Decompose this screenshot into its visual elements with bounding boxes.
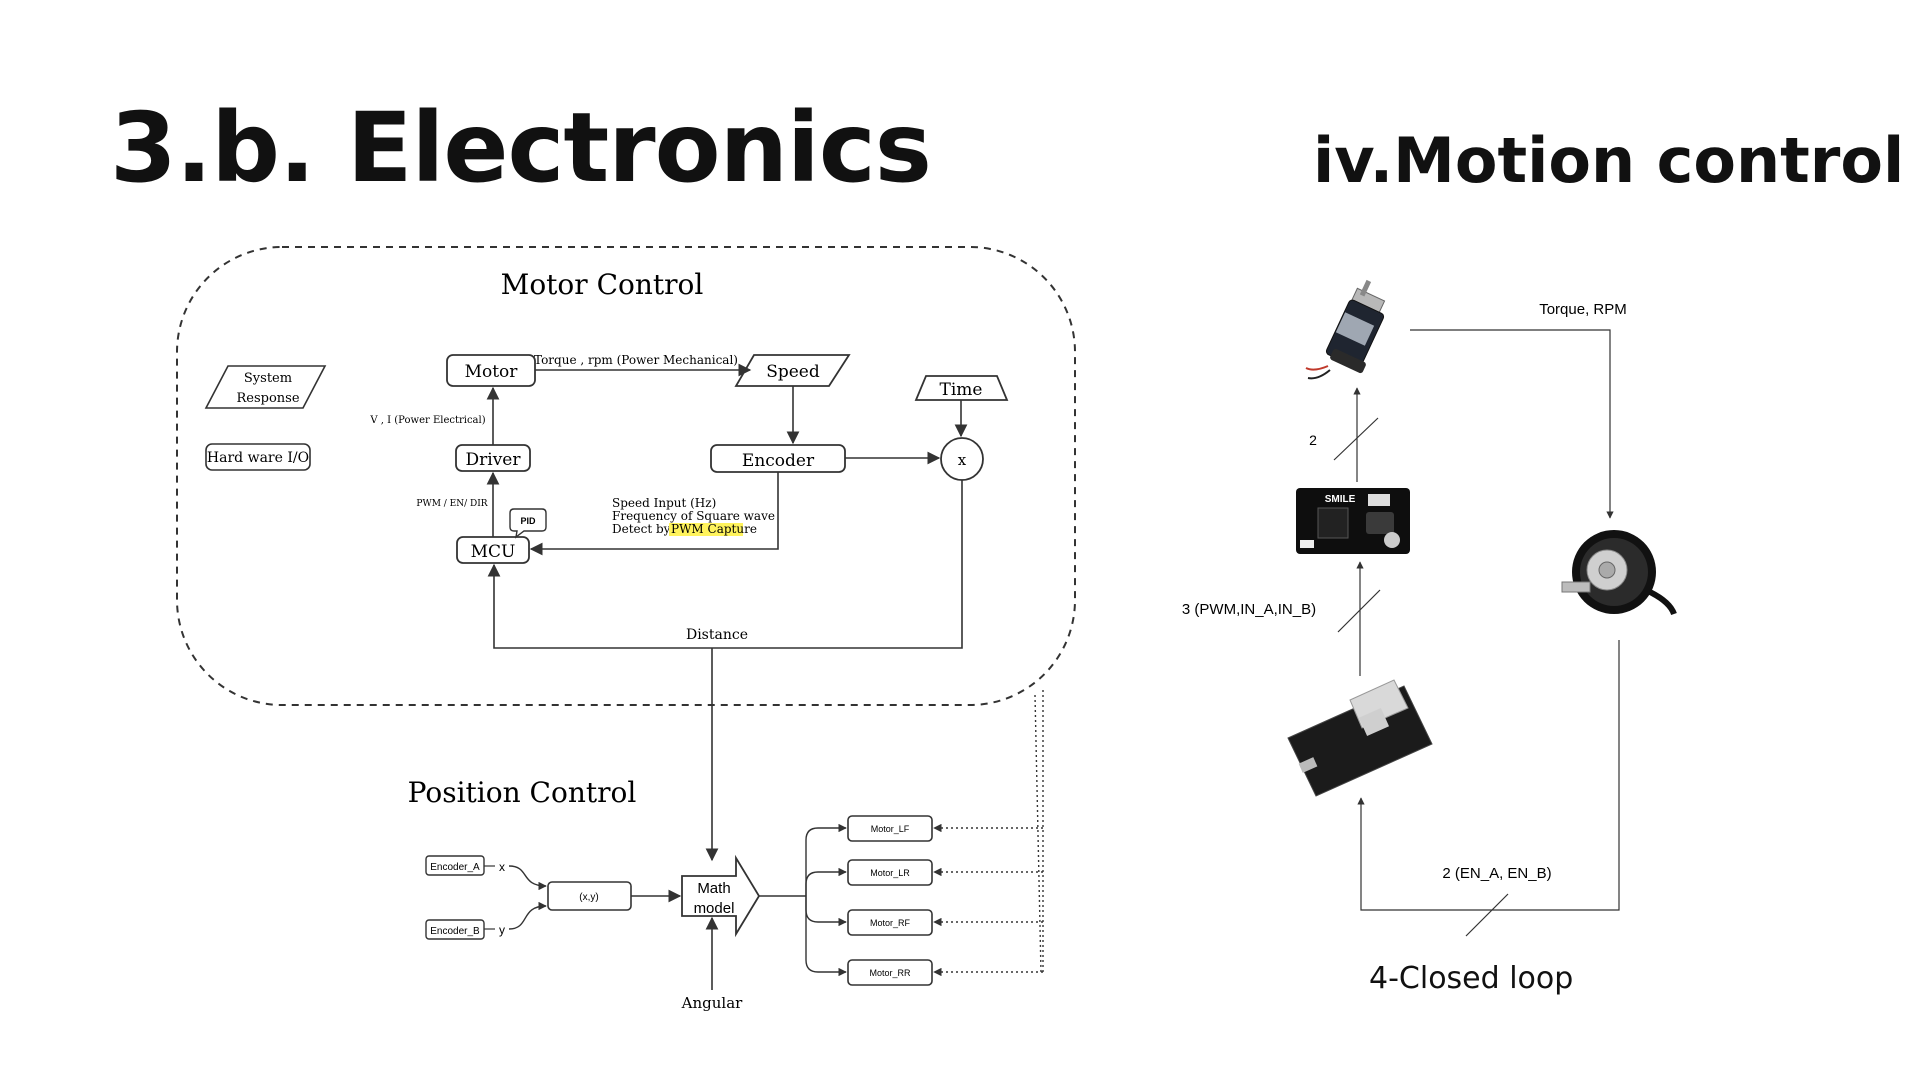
- driver-block-label: Driver: [466, 450, 522, 470]
- dc-motor-image: [1305, 279, 1386, 380]
- legend-system-response-label: System: [244, 371, 292, 386]
- legend-system-response-shape: [204, 365, 327, 409]
- time-block: [914, 375, 1009, 401]
- fanout-lf: [805, 823, 847, 896]
- xy-label: (x,y): [579, 892, 598, 903]
- fanout-lr: [805, 867, 847, 896]
- driver-brand-label: SMILE: [1325, 494, 1356, 505]
- wire-slash-3: [1337, 589, 1381, 633]
- rotary-encoder-image: [1561, 530, 1677, 616]
- pid-callout: [509, 508, 547, 539]
- torque-label: Torque , rpm (Power Mechanical): [534, 353, 738, 367]
- angular-label: Angular: [681, 994, 743, 1012]
- slide-subtitle: iv.Motion control: [1313, 124, 1905, 197]
- legend-hardware-io-shape: [205, 443, 311, 471]
- x-label: x: [499, 860, 505, 874]
- distance-loop-line: [487, 480, 963, 649]
- speed-input-line3: Detect by :: [612, 522, 678, 536]
- math-model-label-2: model: [694, 900, 735, 917]
- motor-lf-block: [847, 815, 933, 842]
- math-model-label-1: Math: [697, 880, 730, 897]
- x-to-xy-connector: [508, 865, 547, 891]
- pwm-capture-label: PWM Capture: [671, 522, 757, 536]
- motor-lr-label: Motor_LR: [870, 868, 910, 878]
- encoder-feedback-line: [529, 472, 779, 556]
- motor-control-boundary: [176, 246, 1076, 706]
- encoder-b-label: Encoder_B: [430, 926, 480, 937]
- speed-input-line2: Frequency of Square wave: [612, 509, 775, 523]
- legend-system-response-label-2: Response: [236, 391, 299, 406]
- wires-enc-label: 2 (EN_A, EN_B): [1442, 865, 1551, 882]
- motor-rr-label: Motor_RR: [869, 968, 911, 978]
- torque-rpm-line: [1410, 329, 1614, 519]
- encoder-a-label: Encoder_A: [430, 862, 480, 873]
- slide-title: 3.b. Electronics: [110, 92, 932, 204]
- legend-hardware-io-label: Hard ware I/O: [207, 450, 309, 466]
- motor-lr-block: [847, 859, 933, 886]
- wires-2-label: 2: [1309, 432, 1317, 448]
- esp32-board-image: [1287, 679, 1433, 797]
- distance-label: Distance: [686, 627, 748, 643]
- fanout-rf: [805, 896, 847, 927]
- motor-control-heading: Motor Control: [501, 268, 704, 301]
- y-label: y: [499, 923, 505, 937]
- multiply-node-label: x: [958, 451, 967, 469]
- motor-rf-label: Motor_RF: [870, 918, 911, 928]
- mcu-block-label: MCU: [471, 542, 516, 562]
- motor-rr-block: [847, 959, 933, 986]
- pwm-label: PWM / EN/ DIR: [416, 499, 487, 509]
- time-block-label: Time: [940, 380, 983, 400]
- encoder-return-line: [1357, 640, 1620, 911]
- dotted-bus: [1034, 694, 1042, 973]
- fanout-rr: [805, 896, 847, 977]
- wires-3-label: 3 (PWM,IN_A,IN_B): [1182, 601, 1316, 618]
- motor-rf-block: [847, 909, 933, 936]
- speed-input-line1: Speed Input (Hz): [612, 496, 716, 510]
- wire-slash-enc: [1465, 893, 1509, 937]
- torque-rpm-label: Torque, RPM: [1539, 301, 1627, 318]
- speed-block-label: Speed: [766, 362, 820, 382]
- pid-label: PID: [520, 516, 536, 526]
- wire-slash-2: [1333, 417, 1379, 461]
- closed-loop-caption: 4-Closed loop: [1369, 961, 1574, 996]
- pwm-capture-highlight: [669, 523, 743, 536]
- encoder-block-label: Encoder: [742, 451, 815, 471]
- motor-lf-label: Motor_LF: [871, 824, 910, 834]
- y-to-xy-connector: [508, 901, 547, 930]
- vi-label: V , I (Power Electrical): [369, 415, 485, 426]
- math-model-block: [681, 854, 761, 938]
- motor-driver-image: SMILE: [1296, 488, 1410, 554]
- position-control-heading: Position Control: [408, 776, 637, 809]
- motor-block-label: Motor: [465, 362, 519, 382]
